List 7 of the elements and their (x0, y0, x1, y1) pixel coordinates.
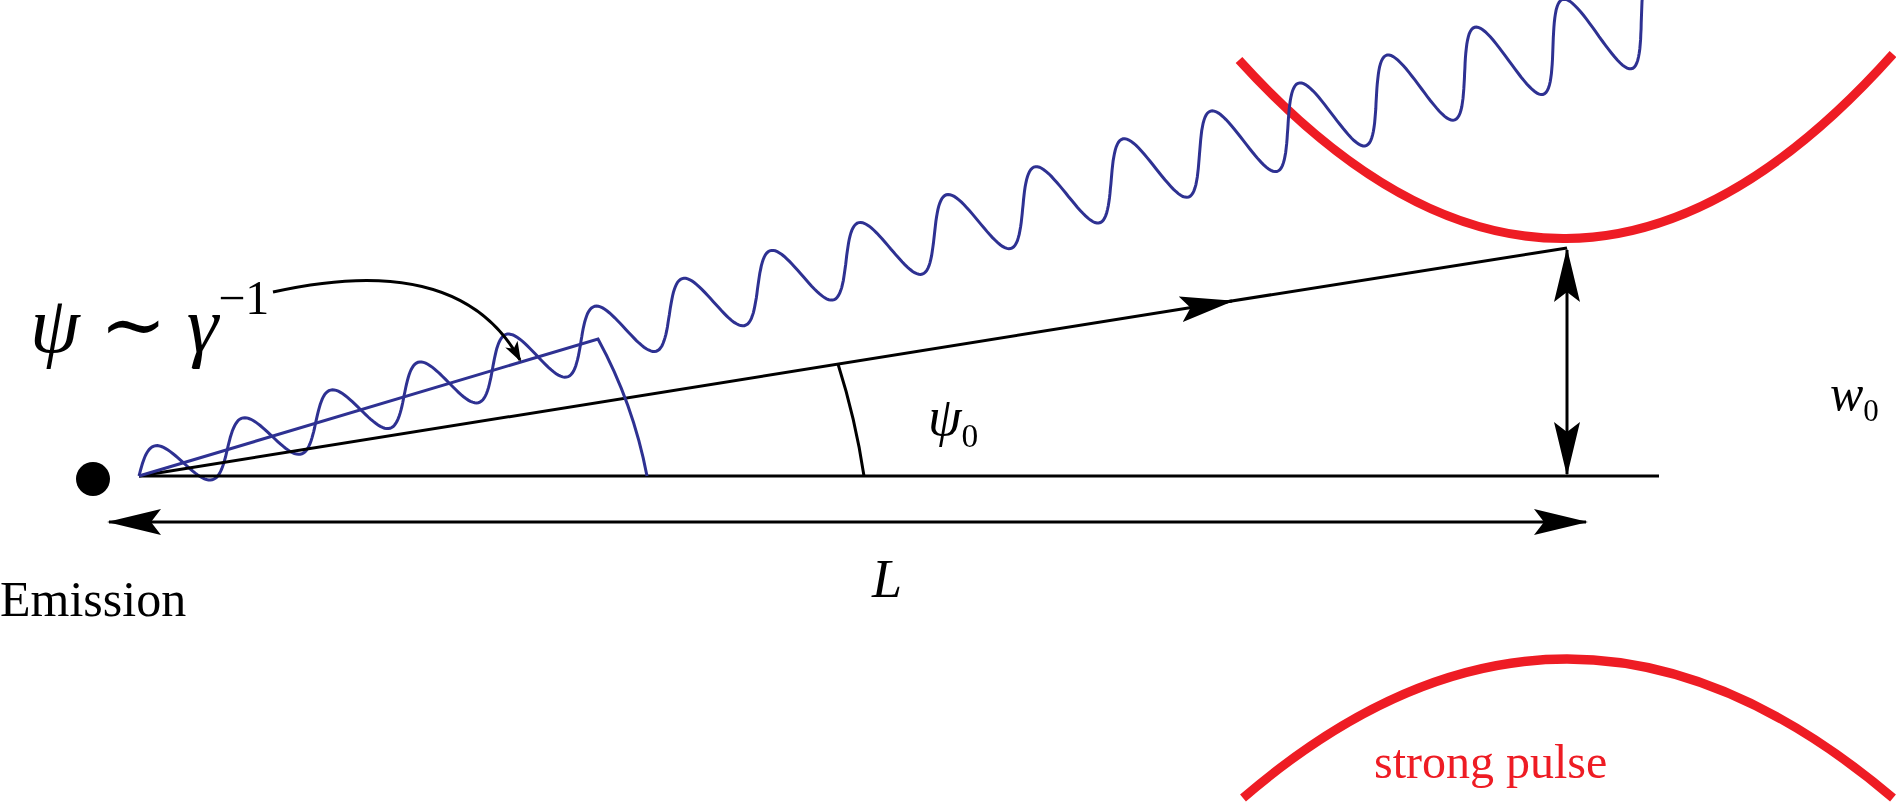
formula-label: ψ ∼ γ$^{−1}$ (30, 272, 274, 370)
dimension-label: L (872, 552, 903, 606)
angle-label: ψ$_{0}$ (928, 390, 979, 453)
dimension-label: w$_{0}$ (1830, 368, 1879, 426)
pulse-label: strong pulse (1374, 738, 1608, 786)
leader-arrow (272, 279, 522, 362)
emission-label: Emission (0, 574, 187, 624)
